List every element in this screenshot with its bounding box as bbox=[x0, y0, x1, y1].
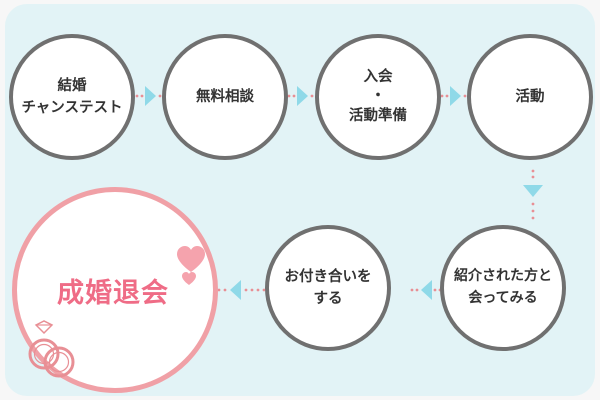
step-3: 入会 ・ 活動準備 bbox=[315, 34, 441, 160]
step-5-label: 紹介された方と 会ってみる bbox=[454, 268, 552, 306]
triangle-arrow-icon bbox=[145, 86, 156, 106]
connector-5-6 bbox=[410, 280, 442, 300]
connector-6-final bbox=[217, 280, 266, 300]
wedding-rings-icon bbox=[28, 320, 75, 378]
heart-small-icon bbox=[182, 272, 196, 285]
step-4: 活動 bbox=[467, 34, 593, 160]
step-3-label: 入会 ・ 活動準備 bbox=[349, 68, 407, 124]
connector-4-5 bbox=[523, 169, 543, 220]
step-4-label: 活動 bbox=[515, 88, 545, 105]
step-2: 無料相談 bbox=[162, 34, 288, 160]
triangle-arrow-icon bbox=[230, 280, 241, 300]
step-1: 結婚 チャンステスト bbox=[9, 34, 135, 160]
step-5: 紹介された方と 会ってみる bbox=[440, 225, 566, 351]
triangle-arrow-icon bbox=[421, 280, 432, 300]
step-6-label: お付き合いを する bbox=[284, 268, 372, 307]
final-step-label: 成婚退会 bbox=[57, 277, 169, 309]
triangle-arrow-icon bbox=[297, 86, 308, 106]
step-2-label: 無料相談 bbox=[196, 88, 254, 105]
triangle-arrow-icon bbox=[523, 185, 543, 197]
step-1-label: 結婚 チャンステスト bbox=[21, 77, 123, 116]
triangle-arrow-icon bbox=[450, 86, 461, 106]
heart-icon bbox=[177, 246, 205, 272]
step-6: お付き合いを する bbox=[265, 225, 391, 351]
